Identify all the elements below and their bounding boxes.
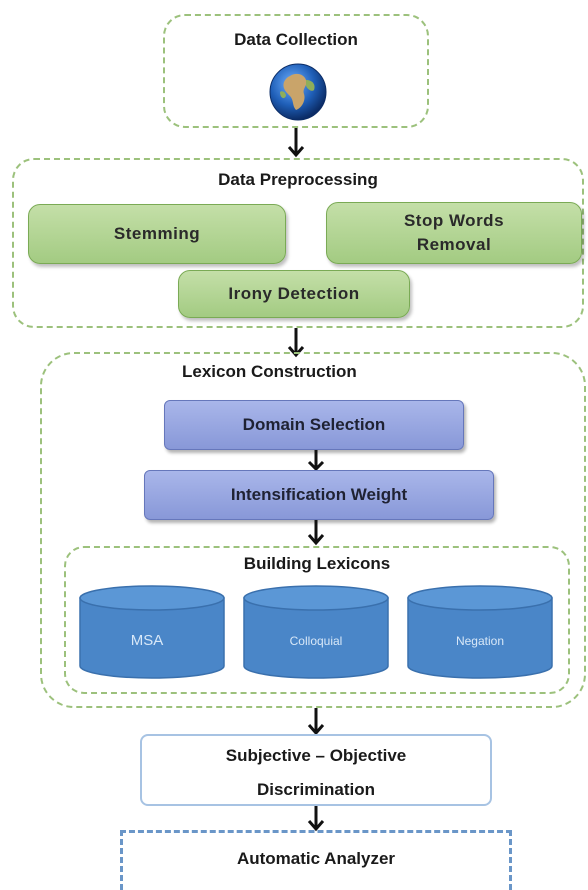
cylinder-shape: [407, 585, 553, 679]
intensification-weight-box: Intensification Weight: [144, 470, 494, 520]
arrow-down-icon: [307, 806, 325, 832]
building-lexicons-title: Building Lexicons: [243, 554, 391, 573]
arrow-down-icon: [307, 450, 325, 472]
stemming-label: Stemming: [113, 224, 201, 243]
cylinder-label: Negation: [455, 634, 505, 648]
stop-words-label: Stop Words: [403, 211, 505, 230]
data-collection-box: Data Collection: [163, 14, 429, 128]
data-preprocessing-title: Data Preprocessing: [218, 170, 378, 189]
subjective-objective-box: Subjective – Objective Discrimination: [140, 734, 492, 806]
cylinder-shape: [79, 585, 225, 679]
data-preprocessing-box: Data Preprocessing Stemming Stop Words R…: [12, 158, 584, 328]
irony-detection-label: Irony Detection: [228, 284, 360, 303]
subjective-objective-label: Subjective – Objective: [225, 746, 407, 765]
lexicon-construction-box: Lexicon Construction Domain Selection In…: [40, 352, 586, 708]
discrimination-label: Discrimination: [256, 780, 376, 799]
globe-icon: [269, 63, 327, 121]
removal-label: Removal: [416, 235, 492, 254]
cylinder-label: Colloquial: [289, 634, 343, 648]
cylinder-label: MSA: [130, 632, 164, 649]
stop-words-removal-box: Stop Words Removal: [326, 202, 582, 264]
arrow-down-icon: [287, 128, 305, 158]
irony-detection-box: Irony Detection: [178, 270, 410, 318]
cylinder-msa: MSA: [78, 584, 226, 680]
cylinder-shape: [243, 585, 389, 679]
domain-selection-label: Domain Selection: [242, 415, 386, 434]
intensification-weight-label: Intensification Weight: [230, 485, 408, 504]
domain-selection-box: Domain Selection: [164, 400, 464, 450]
cylinder-negation: Negation: [406, 584, 554, 680]
arrow-down-icon: [307, 520, 325, 546]
arrow-down-icon: [307, 708, 325, 736]
data-collection-title: Data Collection: [234, 30, 358, 49]
cylinder-colloquial: Colloquial: [242, 584, 390, 680]
stemming-box: Stemming: [28, 204, 286, 264]
automatic-analyzer-label: Automatic Analyzer: [236, 849, 396, 868]
automatic-analyzer-box: Automatic Analyzer: [120, 830, 512, 890]
building-lexicons-box: Building Lexicons MSA Colloquial Negatio…: [64, 546, 570, 694]
arrow-down-icon: [287, 328, 305, 358]
lexicon-construction-title: Lexicon Construction: [182, 362, 357, 381]
